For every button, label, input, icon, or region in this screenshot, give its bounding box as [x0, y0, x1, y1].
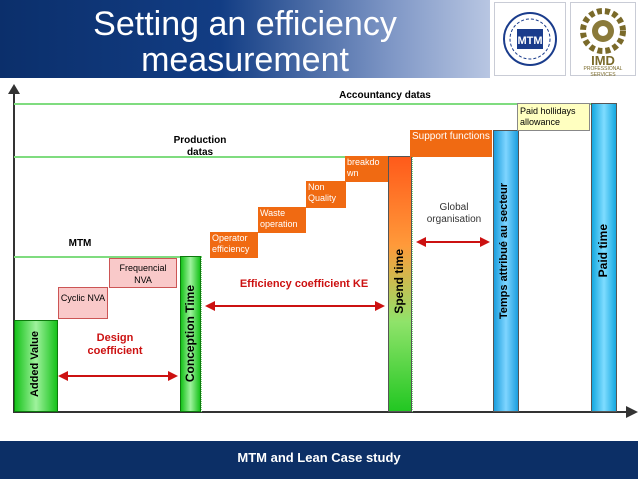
frequencial-nva-box: Frequencial NVA: [109, 258, 177, 288]
global-arrow-icon: [416, 237, 490, 247]
page-title: Setting an efficiency measurement: [93, 5, 397, 79]
mtm-label: MTM: [68, 238, 92, 249]
accountancy-label: Accountancy datas: [339, 90, 431, 101]
paid-time-label: Paid time: [596, 224, 610, 278]
non-quality-step: Non Quality: [306, 181, 346, 208]
support-functions-step: Support functions: [410, 130, 492, 157]
footer: MTM and Lean Case study: [0, 441, 638, 479]
x-axis-arrow-icon: [626, 406, 638, 418]
design-coefficient-label: Design coefficient: [87, 332, 143, 357]
temps-attribue-label: Temps attribué au secteur: [498, 183, 510, 320]
imd-logo-text: IMD: [591, 53, 615, 68]
conception-time-label: Conception Time: [183, 285, 197, 383]
temps-attribue-bar: Temps attribué au secteur: [493, 130, 519, 412]
imd-logo-subtext: PROFESSIONAL SERVICES: [583, 66, 623, 78]
mtm-logo: MTM: [494, 2, 566, 76]
mtm-logo-icon: MTM: [503, 12, 557, 66]
mtm-line: [14, 256, 181, 258]
spend-time-label: Spend time: [392, 249, 406, 314]
svg-text:MTM: MTM: [517, 35, 542, 47]
cyclic-nva-box: Cyclic NVA: [58, 287, 108, 319]
y-axis: [13, 90, 15, 412]
efficiency-coefficient-label: Efficiency coefficient KE: [239, 278, 369, 290]
added-value-label: Added Value: [29, 331, 41, 398]
spend-time-bar: Spend time: [388, 156, 412, 412]
production-label: Production datas: [173, 135, 227, 158]
paid-time-bar: Paid time: [591, 103, 617, 412]
waste-operation-step: Waste operation: [258, 207, 306, 233]
production-line: [14, 156, 389, 158]
design-arrow-icon: [58, 371, 178, 381]
conception-time-bar: Conception Time: [180, 256, 201, 412]
y-axis-arrow-icon: [8, 84, 20, 94]
breakdown-step: breakdo wn: [345, 156, 389, 182]
efficiency-arrow-icon: [205, 301, 385, 311]
title-bar: [0, 0, 490, 78]
imd-logo: IMD PROFESSIONAL SERVICES: [570, 2, 636, 78]
global-organisation-label: Global organisation: [426, 202, 482, 225]
separator: [412, 156, 413, 412]
added-value-bar: Added Value: [14, 320, 58, 412]
operator-efficiency-step: Operator efficiency: [210, 232, 258, 258]
accountancy-line: [14, 103, 592, 105]
x-axis: [13, 411, 631, 413]
paid-hollidays-box: Paid hollidays allowance: [517, 103, 590, 131]
gear-icon: [580, 8, 626, 54]
separator: [201, 256, 202, 412]
